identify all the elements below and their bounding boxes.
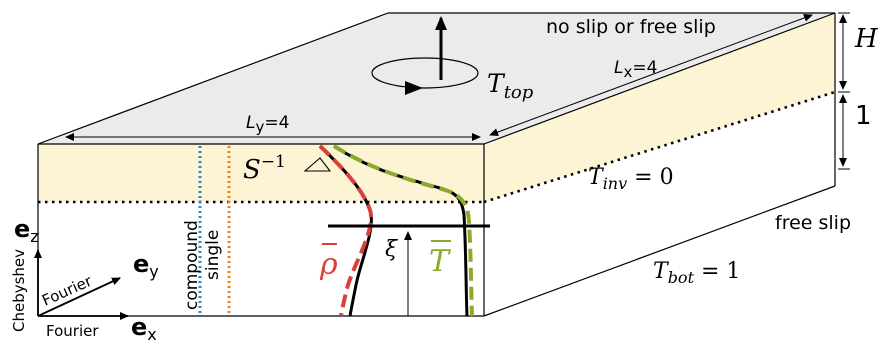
xi-label: ξ (385, 237, 399, 262)
compound-label: compound (182, 220, 202, 310)
one-label: 1 (855, 101, 872, 131)
rotation-arrowhead (405, 81, 423, 95)
lx-dimension-arrow (489, 14, 813, 136)
t-label: T (429, 244, 451, 279)
fourier-x-label: Fourier (46, 322, 99, 340)
s-inverse-label: S−1 (243, 152, 286, 185)
tbot-label: Tbot = 1 (653, 259, 740, 287)
top-boundary-label: no slip or free slip (546, 16, 716, 38)
free-slip-label: free slip (775, 212, 851, 234)
ez-label: ez (14, 215, 39, 246)
fourier-y-label: Fourier (39, 272, 95, 310)
ey-axis-arrow (37, 277, 121, 317)
h-label: H (854, 24, 879, 54)
lx-label: Lx=4 (614, 58, 657, 81)
front-face-layer (38, 144, 484, 202)
ex-label: ex (131, 313, 157, 344)
rho-label: ρ (319, 247, 338, 282)
rho-profile-dashed (318, 144, 374, 317)
t-profile-dashed (332, 144, 474, 317)
slope-triangle (303, 157, 332, 172)
ttop-label: Ttop (487, 69, 534, 103)
tinv-label: Tinv = 0 (588, 165, 674, 193)
ey-label: ey (133, 250, 159, 281)
chebyshev-label: Chebyshev (10, 249, 28, 332)
rotation-ellipse (371, 57, 479, 89)
single-label: single (203, 230, 223, 280)
right-interface-dotted (483, 90, 836, 204)
ly-label: Ly=4 (246, 113, 289, 136)
